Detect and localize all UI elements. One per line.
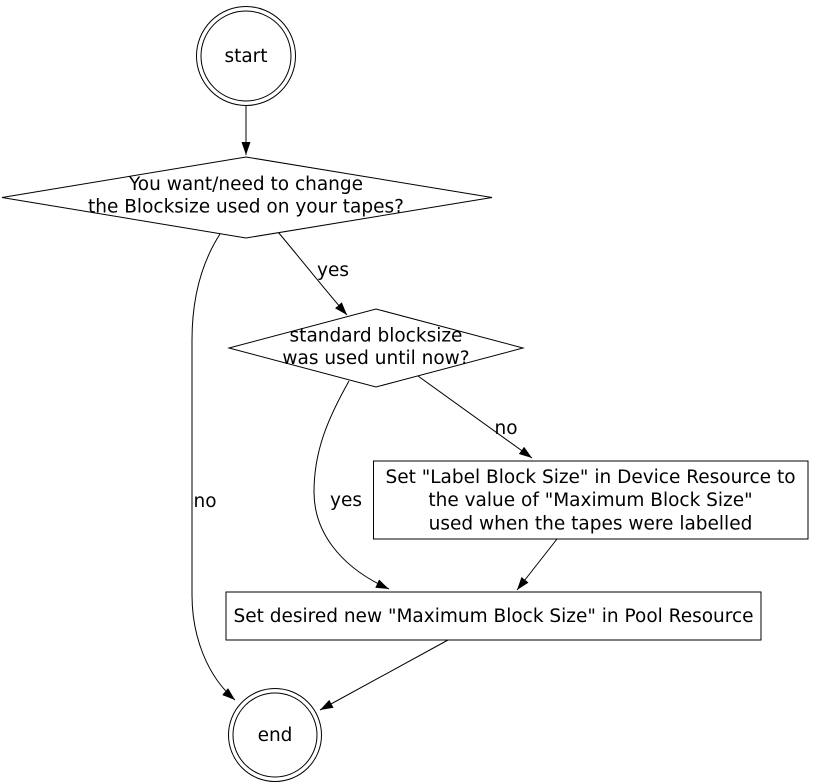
- start-label: start: [224, 46, 267, 67]
- node-end: end: [228, 688, 322, 782]
- process-label-line-3: used when the tapes were labelled: [429, 514, 753, 535]
- decision-change-diamond: [1, 156, 493, 239]
- process-pool-line-1: Set desired new "Maximum Block Size" in …: [233, 606, 753, 627]
- edge-decision-change-no-to-end: [191, 233, 236, 701]
- edge-decision-standard-no-to-process-label: [417, 375, 533, 459]
- nodes-layer: start You want/need to change the Blocks…: [1, 6, 809, 782]
- decision-change-line-2: the Blocksize used on your tapes?: [88, 197, 404, 218]
- process-label-line-2: the value of "Maximum Block Size": [428, 490, 752, 511]
- end-inner-circle: [232, 692, 318, 778]
- node-decision-change-blocksize: You want/need to change the Blocksize us…: [1, 156, 493, 239]
- node-process-pool-block-size: Set desired new "Maximum Block Size" in …: [225, 591, 762, 641]
- end-label: end: [258, 725, 293, 746]
- edge-process-pool-to-end: [319, 639, 449, 711]
- edge-label-yes-2: yes: [330, 490, 362, 511]
- process-label-rect: [373, 460, 809, 540]
- edge-label-yes-1: yes: [317, 260, 349, 281]
- decision-standard-diamond: [227, 308, 525, 388]
- edge-label-no-1: no: [193, 491, 216, 512]
- node-start: start: [196, 6, 296, 106]
- node-process-label-block-size: Set "Label Block Size" in Device Resourc…: [373, 460, 809, 540]
- start-inner-circle: [200, 10, 292, 102]
- edge-labels-layer: yes no no yes: [193, 260, 517, 512]
- edge-process-label-to-process-pool: [516, 538, 558, 591]
- edges-layer: [191, 105, 558, 711]
- process-pool-rect: [225, 591, 762, 641]
- decision-change-line-1: You want/need to change: [128, 174, 363, 195]
- decision-standard-line-2: was used until now?: [282, 348, 469, 369]
- edge-label-no-2: no: [494, 418, 517, 439]
- decision-standard-line-1: standard blocksize: [290, 326, 463, 347]
- edge-decision-standard-yes-to-process-pool: [313, 380, 390, 590]
- edge-decision-change-yes-to-decision-standard: [277, 231, 348, 316]
- process-label-line-1: Set "Label Block Size" in Device Resourc…: [385, 467, 795, 488]
- node-decision-standard-blocksize: standard blocksize was used until now?: [227, 308, 525, 388]
